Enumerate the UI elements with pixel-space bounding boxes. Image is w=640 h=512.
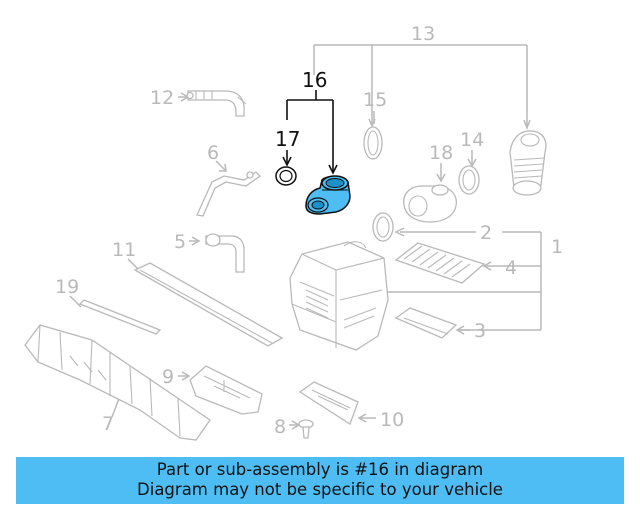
leader-lines [69,44,542,430]
callout-13: 13 [411,23,435,45]
duct-part-10 [298,381,359,425]
callout-9: 9 [162,366,174,388]
clamp-part-15 [363,126,383,160]
callout-18: 18 [429,142,453,164]
banner-line-part-number: Part or sub-assembly is #16 in diagram [156,460,484,479]
bracket-part-9 [189,365,263,415]
callout-11: 11 [112,239,136,261]
hose-part-5 [205,233,245,273]
info-banner: Part or sub-assembly is #16 in diagram D… [16,457,624,504]
filter-part-3 [394,307,458,339]
maf-sensor-part-18 [403,184,458,223]
callout-7: 7 [102,413,114,435]
highlighted-part-16 [305,175,351,215]
callout-labels: 13 12 15 14 18 6 2 1 5 11 4 19 3 9 7 8 1… [55,23,563,438]
leader-lines-highlight [282,90,338,175]
callout-19: 19 [55,276,79,298]
intake-duct-part-13 [509,130,547,196]
callout-15: 15 [363,89,387,111]
callout-17: 17 [275,127,300,151]
callout-1: 1 [551,236,563,258]
breather-hose-part-12 [186,90,247,117]
strip-part-11 [133,262,284,347]
callout-10: 10 [380,409,404,431]
gasket-part-17 [275,166,297,186]
callout-14: 14 [460,129,484,151]
callout-8: 8 [274,416,286,438]
lower-panel-part-7 [24,324,211,441]
callout-5: 5 [174,231,186,253]
banner-line-disclaimer: Diagram may not be specific to your vehi… [137,480,503,499]
callout-16: 16 [302,68,327,92]
vent-tube-part-6 [196,171,262,217]
clamp-part-14 [458,165,480,195]
callout-3: 3 [474,320,486,342]
air-filter-part-4 [394,242,486,284]
callout-6: 6 [207,142,219,164]
bolt-part-8 [298,419,314,439]
seal-strip-part-19 [78,299,162,335]
callout-2: 2 [480,222,492,244]
seal-ring-part-2 [372,212,394,242]
air-cleaner-housing-part-1 [289,241,389,351]
callout-4: 4 [505,257,517,279]
callout-12: 12 [150,87,174,109]
